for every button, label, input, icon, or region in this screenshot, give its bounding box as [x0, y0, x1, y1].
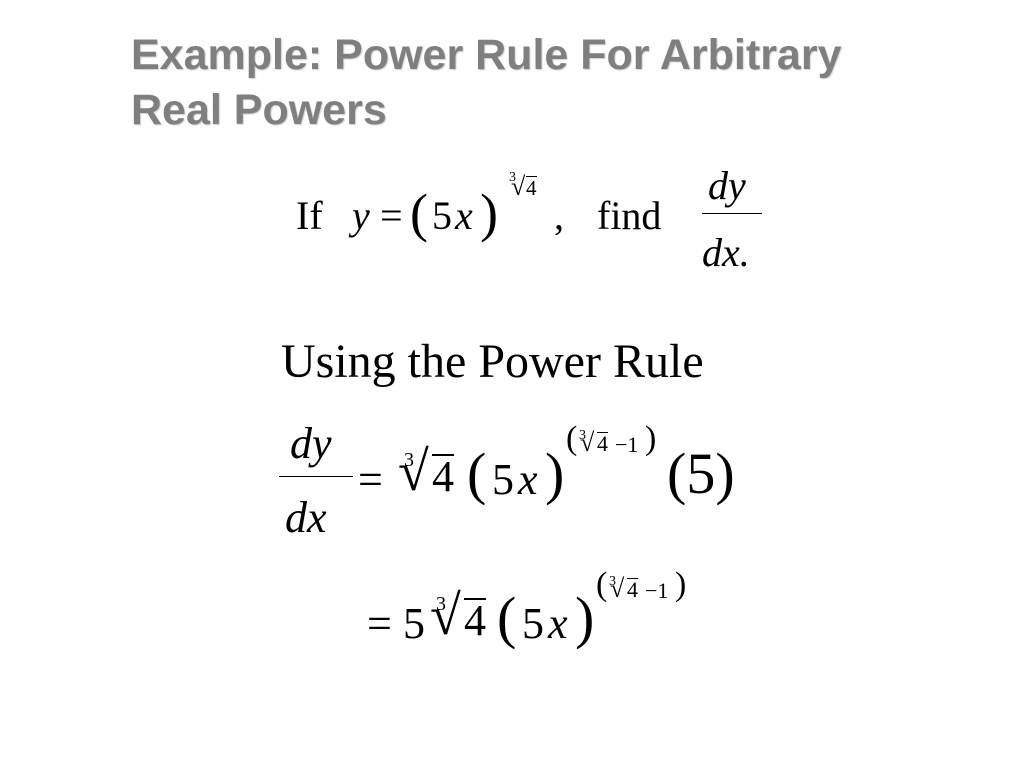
exponent-radicand: 4	[627, 577, 638, 602]
exponent-radical-sign: √	[610, 574, 625, 603]
dx-denominator: dx.	[702, 230, 750, 275]
coefficient-radicand: 4	[464, 596, 486, 645]
left-paren: (	[497, 585, 517, 650]
comma: ,	[554, 193, 564, 238]
exponent-radical-sign: √	[511, 172, 526, 201]
method-heading: Using the Power Rule	[281, 335, 704, 388]
exponent-root-index: 3	[509, 170, 516, 185]
equals-sign: =	[358, 455, 383, 504]
slide-title-line-1: Example: Power Rule For Arbitrary	[131, 31, 842, 79]
inner-five: 5	[522, 599, 544, 648]
right-paren: )	[480, 183, 498, 243]
coefficient-radical-sign: √	[430, 585, 461, 647]
exponent-radicand: 4	[526, 176, 537, 200]
exponent-left-paren: (	[566, 420, 578, 457]
leading-five: 5	[403, 599, 425, 648]
x-variable: x	[518, 455, 538, 504]
dy-numerator: dy	[708, 163, 746, 208]
exponent-radicand: 4	[597, 431, 608, 456]
coefficient-radicand: 4	[432, 452, 454, 501]
exponent-radical-sign: √	[580, 428, 595, 457]
dx-denominator: dx	[285, 493, 327, 542]
exponent-root-index: 3	[609, 574, 616, 589]
equals-sign: =	[367, 599, 392, 648]
right-paren: )	[545, 441, 565, 506]
chain-factor: (5)	[667, 441, 735, 506]
left-paren: (	[410, 183, 428, 243]
coefficient-root-index: 3	[436, 593, 446, 615]
exponent-right-paren: )	[645, 420, 657, 457]
y-variable: y	[352, 193, 370, 238]
slide-title-line-2: Real Powers	[131, 86, 387, 134]
exponent-minus-one: −1	[645, 578, 669, 603]
coefficient-five: 5	[432, 193, 452, 238]
coefficient-five: 5	[492, 455, 514, 504]
fraction-bar	[702, 213, 762, 214]
left-paren: (	[467, 441, 487, 506]
dy-numerator: dy	[290, 419, 332, 468]
coefficient-radical-sign: √	[398, 441, 429, 503]
equals-sign: =	[380, 193, 403, 238]
exponent-minus-one: −1	[615, 432, 639, 457]
x-variable: x	[548, 599, 568, 648]
slide-title: Example: Power Rule For Arbitrary Real P…	[131, 28, 911, 138]
exponent-right-paren: )	[675, 566, 687, 603]
right-paren: )	[575, 585, 595, 650]
exponent-left-paren: (	[596, 566, 608, 603]
coefficient-root-index: 3	[404, 449, 414, 471]
fraction-bar	[279, 476, 353, 477]
if-word: If	[296, 193, 323, 238]
find-word: find	[597, 193, 662, 238]
x-variable: x	[455, 193, 473, 238]
exponent-root-index: 3	[579, 428, 586, 443]
